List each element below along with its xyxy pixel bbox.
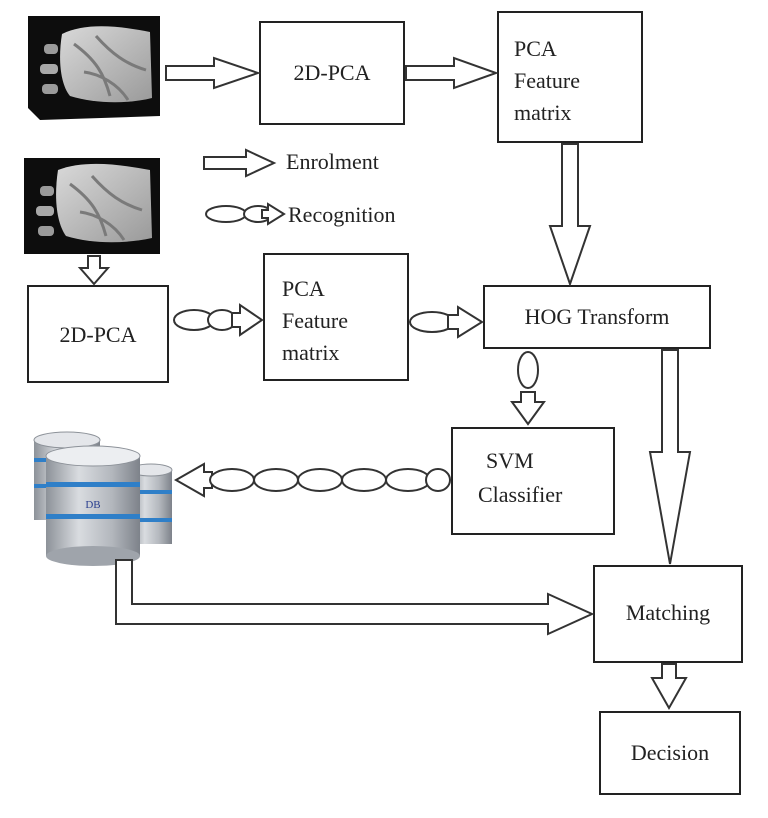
arrow-hog-to-svm [510, 351, 546, 426]
box-2dpca-top: 2D-PCA [259, 21, 405, 125]
box-decision: Decision [599, 711, 741, 795]
label-feat-top-2: Feature [514, 68, 580, 93]
arrow-2dpca-to-feature-top [405, 56, 499, 90]
legend-recognition-label: Recognition [288, 202, 396, 227]
arrow-2dpca-mid-to-feature-mid [173, 303, 264, 337]
box-2dpca-mid: 2D-PCA [27, 285, 169, 383]
box-pca-feature-top: PCA Feature matrix [497, 11, 643, 143]
box-hog-transform: HOG Transform [483, 285, 711, 349]
label-2dpca-top: 2D-PCA [293, 60, 370, 85]
label-svm-1: SVM [486, 448, 534, 473]
label-feat-top-3: matrix [514, 100, 571, 125]
label-feat-mid-1: PCA [282, 276, 325, 301]
arrow-db-to-matching [115, 559, 595, 636]
legend-recognition-arrow-icon [205, 202, 286, 226]
box-svm-classifier: SVM Classifier [451, 427, 615, 535]
arrow-image-to-2dpca-mid [77, 255, 111, 286]
label-svm-2: Classifier [478, 482, 563, 507]
legend-enrolment-arrow-icon [203, 148, 277, 178]
box-pca-feature-mid: PCA Feature matrix [263, 253, 409, 381]
label-feat-top-1: PCA [514, 36, 557, 61]
box-matching: Matching [593, 565, 743, 663]
arrow-feature-top-to-hog [548, 143, 592, 288]
arrow-feature-mid-to-hog [409, 305, 484, 339]
database-icon: DB [33, 431, 173, 566]
label-feat-mid-2: Feature [282, 308, 348, 333]
label-decision: Decision [631, 740, 709, 765]
enrolment-arrows [77, 56, 692, 711]
palm-image-mid [24, 158, 160, 254]
arrow-image-to-2dpca-top [165, 56, 262, 90]
legend: Enrolment Recognition [203, 148, 396, 227]
label-2dpca-mid: 2D-PCA [59, 322, 136, 347]
arrow-svm-to-db [173, 462, 451, 498]
legend-enrolment-label: Enrolment [286, 149, 379, 174]
recognition-arrows [173, 303, 546, 498]
label-hog: HOG Transform [525, 304, 670, 329]
palm-image-top [28, 16, 160, 120]
arrow-matching-to-decision [650, 663, 688, 711]
label-feat-mid-3: matrix [282, 340, 339, 365]
label-db: DB [85, 499, 100, 511]
label-matching: Matching [626, 600, 710, 625]
arrow-hog-to-matching [648, 349, 692, 565]
